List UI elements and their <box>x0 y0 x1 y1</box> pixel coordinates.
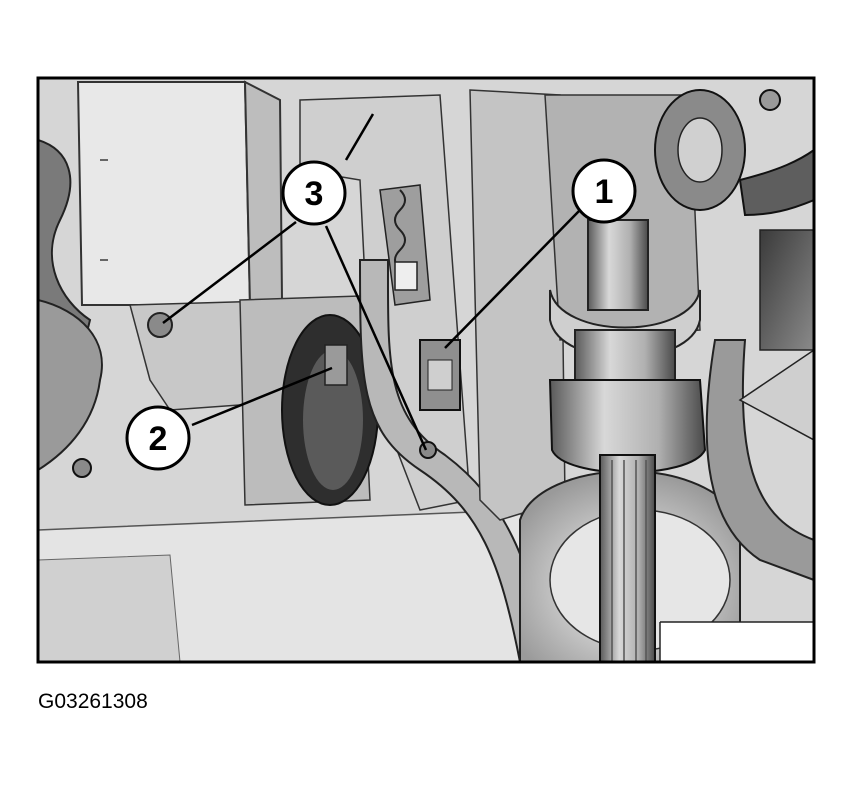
illustration <box>38 78 814 662</box>
leader-lines <box>162 113 581 451</box>
callout-3-label: 3 <box>305 175 324 213</box>
callout-2-label: 2 <box>149 420 168 458</box>
diagram-frame <box>36 76 816 664</box>
callout-1-label: 1 <box>595 173 614 211</box>
figure-caption: G03261308 <box>38 690 148 713</box>
callout-1: 1 <box>571 158 637 224</box>
callout-2: 2 <box>125 405 191 471</box>
callout-3: 3 <box>281 160 347 226</box>
